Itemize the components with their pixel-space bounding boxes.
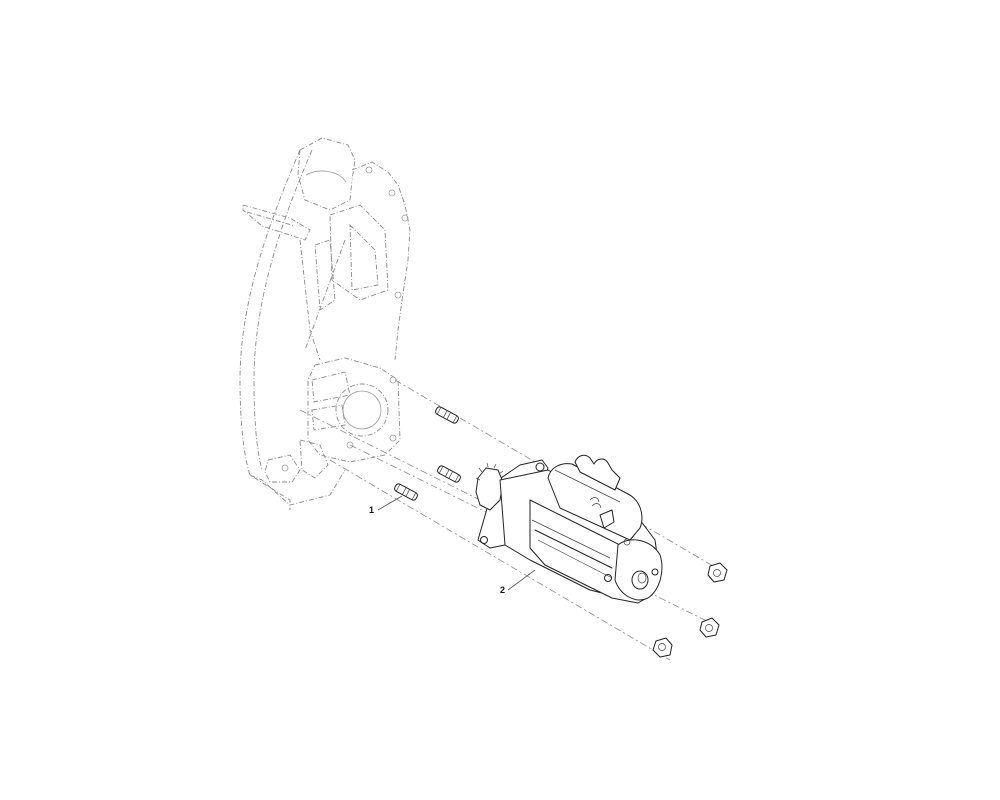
leader-line-2 bbox=[507, 569, 536, 591]
nut-middle bbox=[699, 617, 720, 638]
callout-1: 1 bbox=[369, 505, 375, 515]
stud-lower bbox=[394, 483, 418, 501]
flywheel-housing bbox=[239, 137, 411, 510]
stud-middle bbox=[437, 465, 461, 483]
nut-lower bbox=[652, 637, 673, 658]
callout-2: 2 bbox=[500, 585, 506, 595]
starter-motor bbox=[475, 454, 663, 604]
nut-upper bbox=[707, 562, 728, 583]
stud-upper bbox=[435, 406, 459, 424]
leader-line-1 bbox=[377, 495, 403, 511]
